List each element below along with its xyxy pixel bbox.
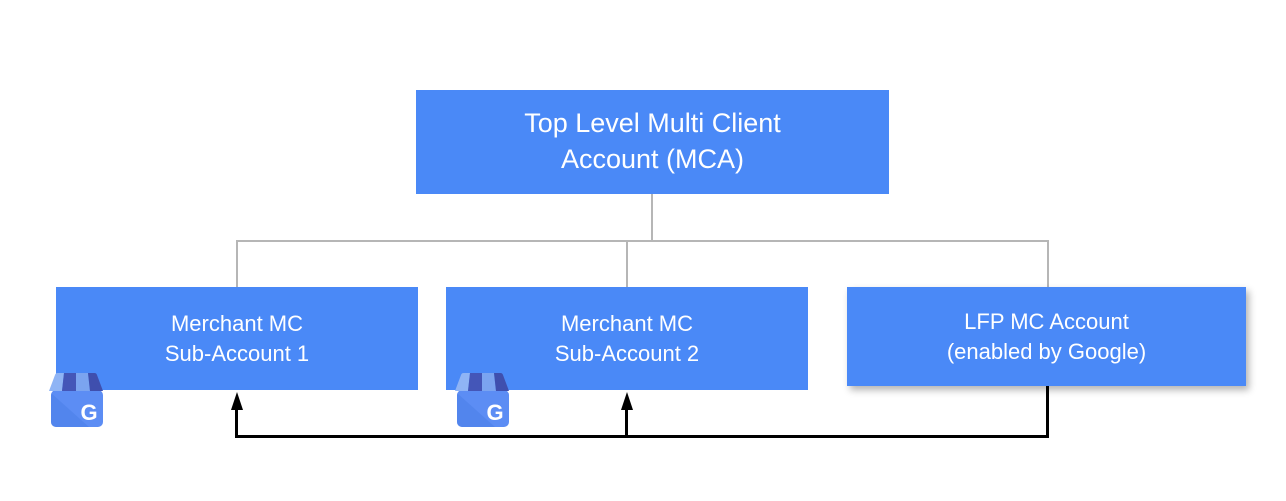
node-lfp-mc-account[interactable]: LFP MC Account (enabled by Google) (847, 287, 1246, 386)
google-g-glyph: G (80, 400, 97, 425)
node-top-level-mca-label: Top Level Multi Client Account (MCA) (524, 108, 781, 174)
feedback-arrow-sub2 (621, 392, 633, 410)
feedback-riser-sub1 (235, 408, 238, 438)
connector-drop-sub2 (626, 240, 628, 288)
feedback-riser-sub2 (625, 408, 628, 438)
node-top-level-mca[interactable]: Top Level Multi Client Account (MCA) (416, 90, 889, 194)
connector-drop-sub1 (236, 240, 238, 288)
connector-horizontal-bus (236, 240, 1049, 242)
google-business-profile-icon: G (450, 371, 516, 429)
feedback-riser-lfp (1046, 386, 1049, 438)
google-business-profile-icon: G (44, 371, 110, 429)
node-lfp-mc-account-label: LFP MC Account (enabled by Google) (946, 309, 1147, 364)
google-g-glyph: G (486, 400, 503, 425)
feedback-arrow-sub1 (231, 392, 243, 410)
node-merchant-sub-account-1-label: Merchant MC Sub-Account 1 (164, 311, 310, 366)
node-merchant-sub-account-2[interactable]: Merchant MC Sub-Account 2 (446, 287, 808, 390)
connector-drop-lfp (1047, 240, 1049, 288)
node-merchant-sub-account-2-label: Merchant MC Sub-Account 2 (554, 311, 700, 366)
feedback-bus (236, 435, 1049, 438)
node-merchant-sub-account-1[interactable]: Merchant MC Sub-Account 1 (56, 287, 418, 390)
connector-mca-stem (651, 194, 653, 242)
